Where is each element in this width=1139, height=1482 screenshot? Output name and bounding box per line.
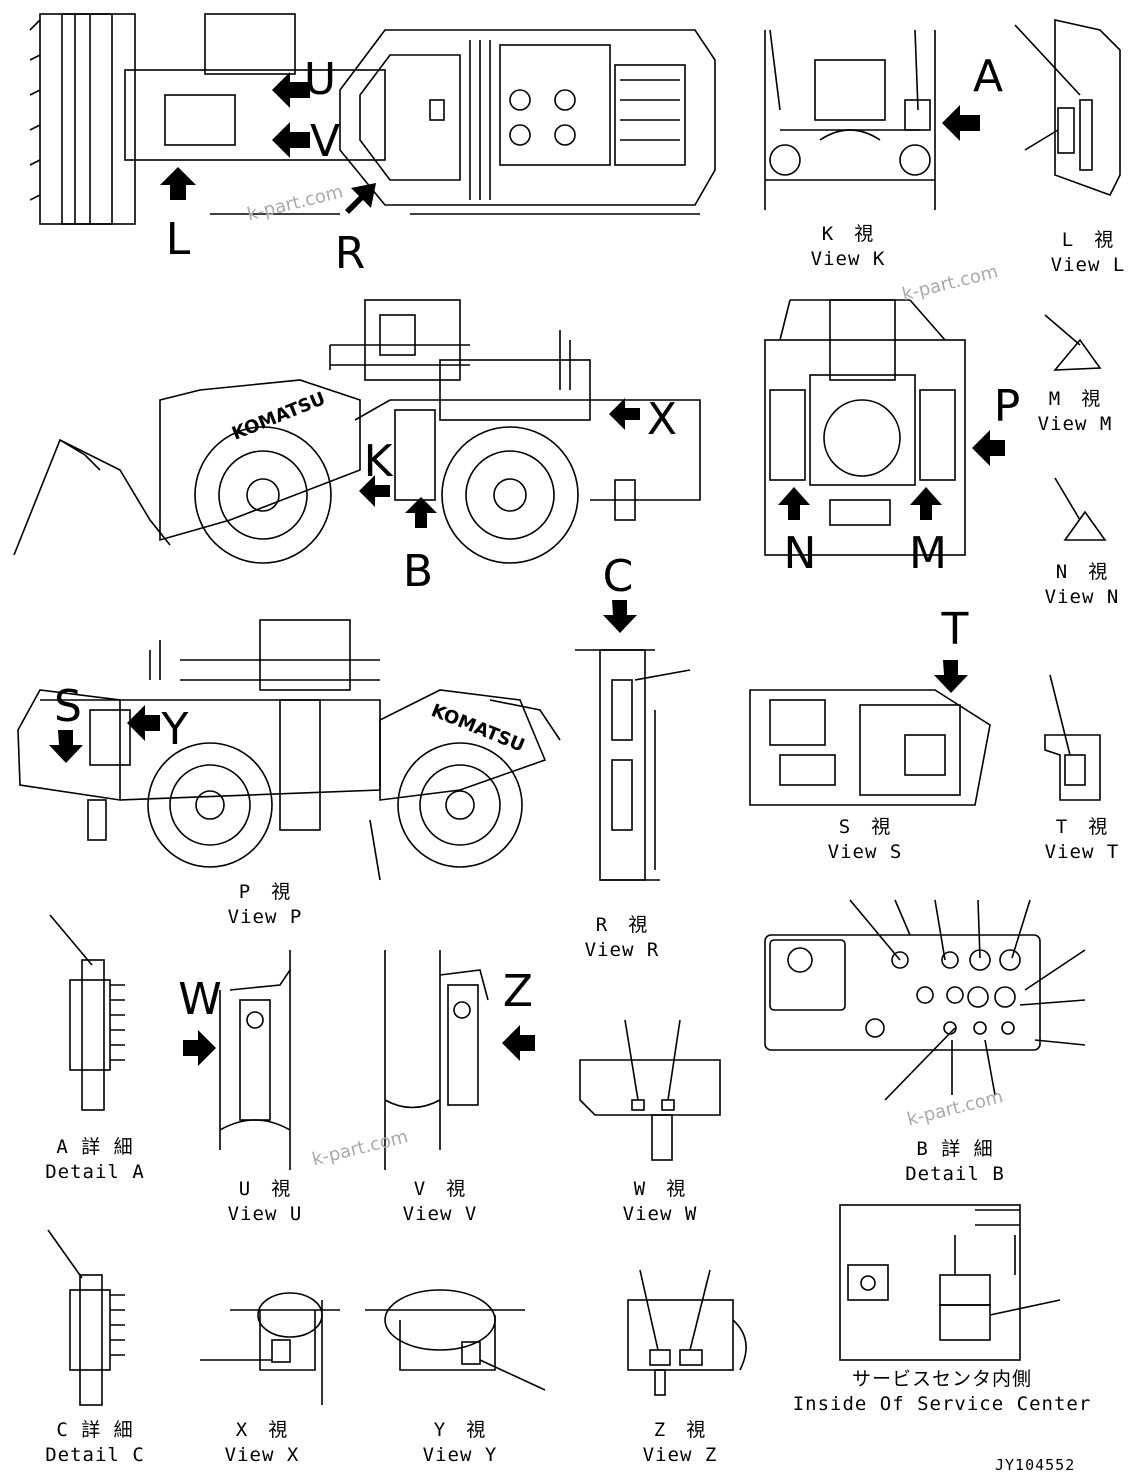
brand-text-1: KOMATSU [229,388,328,444]
view-n-drawing [1054,477,1107,541]
callout-r: R [334,228,366,279]
callout-a: A [972,51,1004,102]
callout-k: K [363,436,393,487]
drawing-code: JY104552 [995,1456,1076,1474]
callout-p: P [993,381,1021,432]
view-y-drawing [365,1289,546,1391]
side-view-right: KOMATSU [13,299,701,564]
view-s-drawing [749,689,991,806]
view-r-drawing [575,649,691,881]
callout-v: V [309,116,341,167]
top-view-loader [29,13,716,225]
callout-t: T [941,604,969,655]
detail-b-drawing [764,899,1086,1101]
view-x-drawing [200,1292,340,1405]
view-arrows [49,72,1005,1066]
front-view-drawing [764,299,966,556]
view-t-drawing [1044,674,1101,801]
callout-m: M [909,528,947,579]
callout-b: B [402,546,434,597]
callout-z: Z [502,966,534,1017]
detail-c-drawing [47,1229,125,1406]
service-center-drawing [839,1204,1061,1361]
callout-w: W [178,974,222,1025]
callout-s: S [54,681,82,732]
side-view-left: KOMATSU [17,619,561,881]
callout-c: C [602,551,634,602]
callout-u: U [303,54,337,105]
callout-y: Y [161,704,189,755]
callout-n: N [783,528,817,579]
view-w-drawing [579,1019,721,1161]
view-l-drawing [1014,19,1121,196]
callout-l: L [165,214,191,265]
view-k-drawing [764,29,936,210]
brand-text-2: KOMATSU [428,700,527,756]
view-m-drawing [1044,314,1102,371]
callout-x: X [646,394,678,445]
view-u-drawing [219,950,291,1170]
view-z-drawing [627,1269,747,1396]
detail-a-drawing [49,914,125,1111]
view-v-drawing [384,950,489,1170]
